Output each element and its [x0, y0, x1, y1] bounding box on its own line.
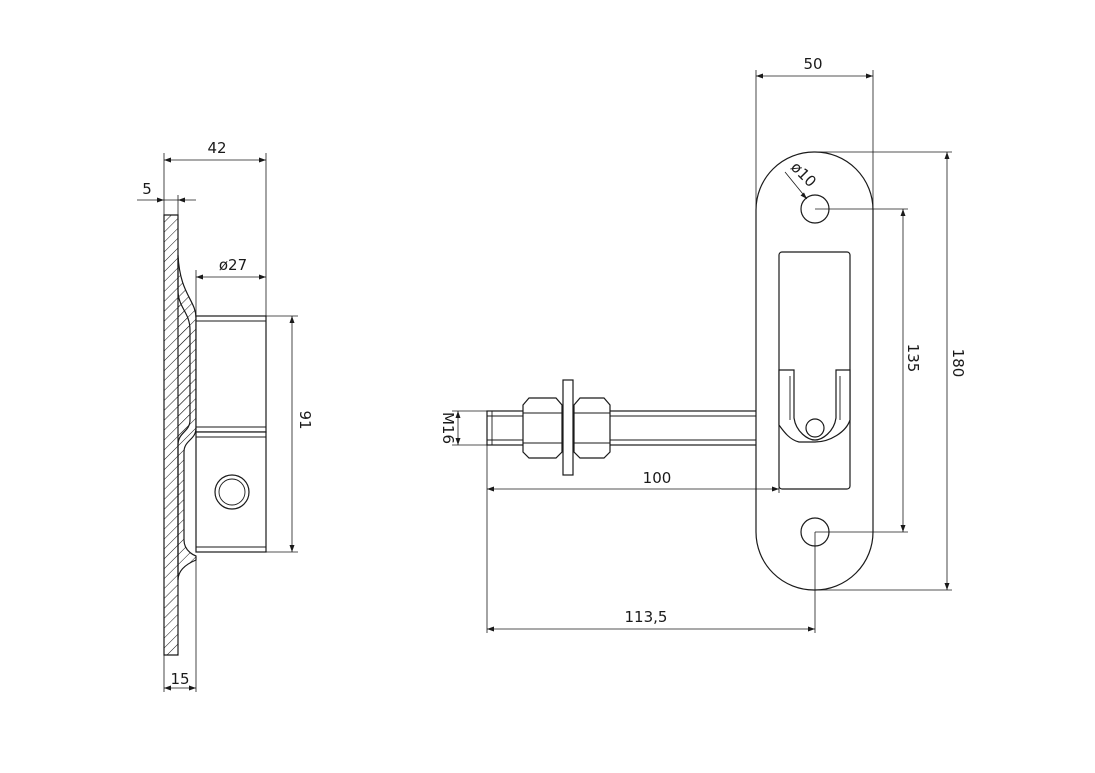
dim-50-arrow-left	[756, 73, 763, 79]
dim-1135-arrow-right	[808, 626, 815, 632]
sleeve-upper	[195, 315, 267, 433]
hinge-pin	[805, 418, 825, 438]
dim-15-arrow-right	[189, 685, 196, 691]
dim-100-arrow-left	[487, 486, 494, 492]
dim-180-label: 180	[949, 349, 967, 378]
dim-135-arrow-bottom	[900, 525, 906, 532]
dim-5-label: 5	[142, 180, 152, 198]
sleeve-hole-inner	[218, 478, 246, 506]
dim-5-arrow2	[178, 197, 185, 203]
dim-180-arrow-bottom	[944, 583, 950, 590]
plate-profile	[177, 254, 197, 581]
dim-27-label: ø27	[219, 256, 247, 274]
dim-91-arrow-bottom	[289, 545, 295, 552]
nut-left	[522, 397, 563, 459]
washer	[562, 379, 574, 476]
dim-m16-label: M16	[439, 412, 457, 444]
sleeve-hole-outer	[214, 474, 250, 510]
dim-180-arrow-top	[944, 152, 950, 159]
hinge-clip	[778, 369, 851, 443]
dim-10-arrow	[800, 192, 807, 199]
dim-91-arrow-top	[289, 316, 295, 323]
front-view: 50 ø10 135 180 M16 100	[439, 55, 967, 633]
dim-42-label: 42	[207, 139, 226, 157]
dim-m16-arrow-bottom	[455, 438, 461, 445]
dim-27-arrow-right	[259, 274, 266, 280]
dim-42-arrow-left	[164, 157, 171, 163]
dim-91-label: 91	[296, 410, 314, 429]
dim-27-arrow-left	[196, 274, 203, 280]
dim-1135-arrow-left	[487, 626, 494, 632]
dim-50-label: 50	[803, 55, 822, 73]
dim-135-arrow-top	[900, 209, 906, 216]
dim-5-arrow	[157, 197, 164, 203]
sleeve-lower	[195, 431, 267, 553]
side-view: 42 5 ø27 91 15	[137, 139, 314, 692]
dim-135-label: 135	[904, 344, 922, 373]
dim-100-label: 100	[643, 469, 672, 487]
dim-1135-label: 113,5	[625, 608, 668, 626]
dim-50-arrow-right	[866, 73, 873, 79]
dim-100-arrow-right	[772, 486, 779, 492]
dim-15-label: 15	[170, 670, 189, 688]
dim-42-arrow-right	[259, 157, 266, 163]
dim-15-arrow-left	[164, 685, 171, 691]
nut-right	[573, 397, 611, 459]
dim-m16-arrow-top	[455, 411, 461, 418]
